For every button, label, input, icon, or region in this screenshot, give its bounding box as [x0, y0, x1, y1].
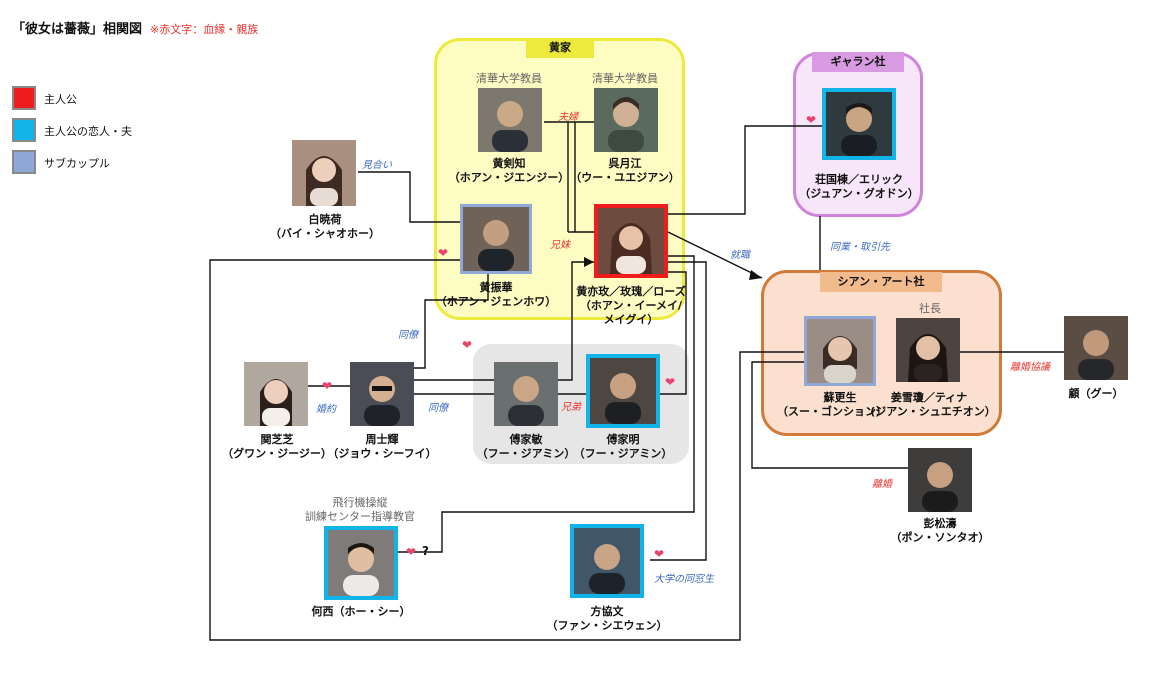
line-colleague1 [414, 272, 489, 369]
portrait-baixiaohe [292, 140, 356, 206]
name-pengsongtao: 彭松濤 [923, 517, 957, 530]
name-huangyimei: 黄亦玫／玫瑰／ローズ [576, 285, 686, 298]
portrait-fujiaming [586, 354, 660, 428]
line-miai [358, 171, 460, 223]
rel-colleague1: 同僚 [398, 330, 418, 341]
rel-couple: 夫婦 [558, 112, 578, 123]
legend-swatch-protagonist [12, 86, 36, 110]
portrait-fujiamin [494, 362, 558, 426]
rel-partner: 同業・取引先 [830, 242, 890, 253]
rel-siblings: 兄妹 [550, 240, 570, 251]
rel-divorce: 離婚 [872, 479, 892, 490]
legend-label-protagonist: 主人公 [44, 93, 77, 106]
title-note: ※赤文字：血縁・親族 [150, 23, 259, 36]
name-fujiamin: 傅家敏 [509, 433, 543, 446]
rel-miai: 見合い [362, 160, 392, 171]
name-guanzhizhi: 関芝芝 [260, 433, 294, 446]
line-hexi [396, 255, 695, 553]
name-gu: 顧（グー） [1068, 387, 1124, 400]
portrait-jiangxueqiong [896, 318, 960, 382]
heart-icon: ❤ [806, 113, 817, 127]
heart-icon: ❤ [462, 338, 473, 352]
legend-label-lover: 主人公の恋人・夫 [44, 125, 132, 138]
role-huangjianzhi: 清華大学教員 [476, 72, 542, 85]
reading-huangyimei: （ホアン・イーメイ/ [579, 299, 683, 312]
line-fujiaming [660, 271, 687, 395]
portrait-huangyimei [594, 204, 668, 278]
legend-swatch-sub [12, 150, 36, 174]
portrait-zhuangguodong [822, 88, 896, 160]
rel-classmate: 大学の同窓生 [654, 574, 714, 585]
line-big-loop [209, 259, 805, 641]
rel-question: ? [422, 544, 429, 558]
group-gyaran-header: ギャラン社 [812, 52, 904, 72]
name-zhuangguodong: 荘国棟／エリック [815, 173, 903, 186]
role2-hexi: 訓練センター指導教官 [305, 510, 415, 523]
reading-huangzhenhua: （ホアン・ジェンホワ） [435, 295, 557, 308]
portrait-gu [1064, 316, 1128, 380]
line-divorce [751, 361, 908, 469]
name-jiangxueqiong: 姜雪瓊／ティナ [890, 391, 968, 404]
legend-swatch-lover [12, 118, 36, 142]
reading-huangjianzhi: （ホアン・ジエンジー） [448, 171, 570, 184]
reading-fangxiewen: （ファン・シエウェン） [546, 619, 668, 632]
heart-icon: ❤ [665, 375, 676, 389]
title-text: 「彼女は薔薇」相関図 [12, 22, 143, 37]
line-eric [668, 125, 822, 215]
line-job [667, 231, 763, 279]
name-fangxiewen: 方協文 [590, 605, 624, 618]
reading-fujiamin: （フー・ジアミン） [476, 447, 576, 460]
portrait-pengsongtao [908, 448, 972, 512]
name-huangzhenhua: 黄振華 [479, 281, 513, 294]
rel-divorce-talk: 離婚協議 [1010, 362, 1050, 373]
reading-jiangxueqiong: (ジアン・シュエチオン） [870, 405, 996, 418]
reading-baixiaohe: （バイ・シャオホー） [270, 227, 380, 240]
portrait-hexi [324, 526, 398, 600]
reading2-huangyimei: メイグイ） [603, 313, 659, 326]
portrait-guanzhizhi [244, 362, 308, 426]
portrait-suxiangsheng [804, 316, 876, 386]
name-suxiangsheng: 蘇更生 [823, 391, 857, 404]
reading-pengsongtao: （ポン・ソンタオ） [890, 531, 990, 544]
portrait-huangjianzhi [478, 88, 542, 152]
heart-icon: ❤ [406, 545, 417, 559]
reading-fujiaming: （フー・ジアミン） [573, 447, 673, 460]
group-huang-header: 黄家 [526, 38, 594, 58]
rel-engaged: 婚約 [316, 404, 336, 415]
role-jiangxueqiong: 社長 [919, 302, 941, 315]
name-fujiaming: 傅家明 [606, 433, 640, 446]
portrait-huangzhenhua [460, 204, 532, 274]
name-wuyuejiang: 呉月江 [608, 157, 642, 170]
role-hexi: 飛行機操縦 [332, 496, 388, 509]
name-zhoushihui: 周士輝 [365, 433, 399, 446]
rel-job: 就職 [730, 250, 750, 261]
reading-wuyuejiang: （ウー・ユエジアン） [570, 171, 680, 184]
line-zhou-yimei [414, 261, 594, 381]
arrow-yimei [584, 257, 594, 267]
reading-zhuangguodong: （ジュアン・グオドン） [799, 187, 919, 200]
heart-icon: ❤ [322, 379, 333, 393]
name-huangjianzhi: 黄剣知 [492, 157, 526, 170]
reading-suxiangsheng: （スー・ゴンション） [777, 405, 887, 418]
group-xian [761, 270, 1002, 436]
reading-zhoushihui: （ジョウ・シーフイ） [327, 447, 437, 460]
name-hexi: 何西（ホー・シー） [311, 605, 411, 618]
diagram-title: 「彼女は薔薇」相関図 ※赤文字：血縁・親族 [12, 18, 258, 37]
name-baixiaohe: 白暁荷 [308, 213, 342, 226]
group-xian-header: シアン・アート社 [820, 272, 942, 292]
arrow-job [749, 270, 762, 280]
heart-icon: ❤ [438, 246, 449, 260]
portrait-fangxiewen [570, 524, 644, 598]
rel-colleague2: 同僚 [428, 403, 448, 414]
portrait-wuyuejiang [594, 88, 658, 152]
heart-icon: ❤ [654, 547, 665, 561]
rel-brothers: 兄弟 [561, 402, 581, 413]
portrait-zhoushihui [350, 362, 414, 426]
role-wuyuejiang: 清華大学教員 [592, 72, 658, 85]
legend-label-sub: サブカップル [44, 157, 110, 170]
reading-guanzhizhi: （グワン・ジージー） [222, 447, 332, 460]
line-fang [650, 261, 707, 561]
